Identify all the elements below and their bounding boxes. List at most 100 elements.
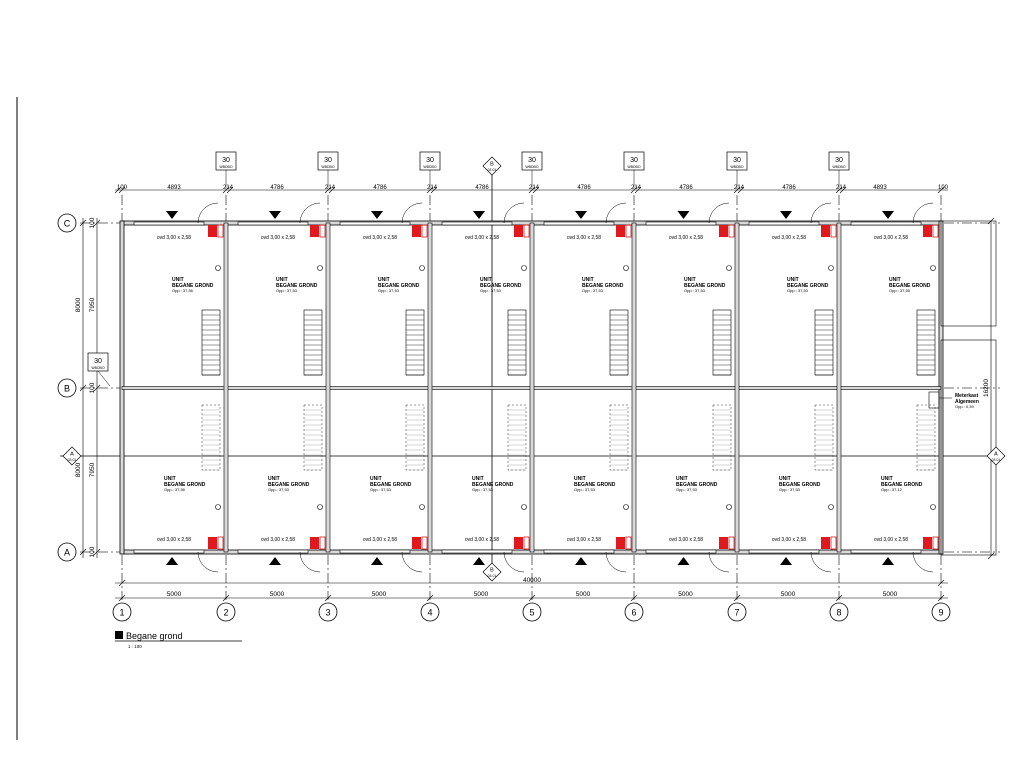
entrance-arrow-south-2 (269, 557, 281, 565)
dim-tick-left (79, 548, 87, 556)
drain-south-8 (930, 504, 936, 510)
overhead-door-south-6 (645, 549, 717, 554)
unit-name-top-5: UNIT (582, 277, 594, 283)
unit-area-bottom-3: Opp.: 37,53 (370, 487, 392, 492)
dim-label-top-11: 4786 (679, 185, 693, 191)
entrance-arrow-south-8 (882, 557, 894, 565)
fire-hose-reel-south-3 (412, 537, 421, 549)
fire-extinguisher-north-4 (523, 224, 530, 238)
unit-name-bottom-2: UNIT (268, 476, 280, 482)
grid-bubble-label: A (64, 548, 70, 558)
section-marker-4: A03.01 (986, 446, 1006, 466)
grid-bubble-circle (829, 602, 849, 622)
fire-extinguisher-north-8 (932, 224, 939, 238)
unit-level-top-3: BEGANE GROND (378, 283, 420, 289)
dim-tick-modules (835, 594, 843, 602)
unit-area-top-2: Opp.: 37,53 (276, 288, 298, 293)
fire-hose-reel-south-6 (719, 537, 728, 549)
fire-rating-sub: WBDBO (423, 165, 437, 169)
door-swing-south-2 (299, 551, 321, 573)
entrance-arrow-south-7 (780, 557, 792, 565)
dim-label-total: 40000 (523, 577, 541, 584)
dim-label-top-15: 4893 (873, 185, 887, 191)
dim-label-top-14: 214 (836, 185, 847, 191)
dim-tick-top (737, 186, 745, 194)
entrance-arrow-south-3 (371, 557, 383, 565)
grid-bubble-label: 6 (631, 608, 636, 618)
unit-name-top-6: UNIT (684, 277, 696, 283)
section-marker-ref: 03.01 (68, 458, 77, 462)
grid-bubble-circle (112, 602, 132, 622)
door-label-north-6: ovd 3,00 x 2,58 (669, 235, 703, 241)
dim-label-left-wall-mid: 100 (89, 382, 96, 393)
grid-bubble-label: 9 (938, 608, 943, 618)
door-label-north-5: ovd 3,00 x 2,58 (567, 235, 601, 241)
drain-north-2 (317, 265, 323, 271)
drain-south-3 (419, 504, 425, 510)
fire-extinguisher-north-7 (830, 224, 837, 238)
dim-label-left-bay-lower: 7950 (89, 462, 96, 477)
drain-south-4 (521, 504, 527, 510)
dim-label-left-wall-top: 100 (89, 217, 96, 228)
overhead-door-north-5 (543, 221, 615, 226)
overhead-door-south-2 (237, 549, 309, 554)
dim-label-top-1: 4893 (167, 185, 181, 191)
door-label-south-6: ovd 3,00 x 2,58 (669, 537, 703, 543)
fire-rating-sub: WBDBO (91, 366, 105, 370)
section-marker-2: B03.01 (482, 562, 502, 582)
overhead-door-south-8 (850, 549, 922, 554)
dim-label-top-8: 214 (529, 185, 540, 191)
dim-tick-modules (733, 594, 741, 602)
unit-level-top-4: BEGANE GROND (480, 283, 522, 289)
dim-tick-top (839, 186, 847, 194)
fire-extinguisher-north-1 (217, 224, 224, 238)
grid-bubble-circle (57, 378, 77, 398)
unit-area-top-6: Opp.: 37,53 (684, 288, 706, 293)
drain-north-3 (419, 265, 425, 271)
stair-lower-2 (303, 404, 323, 471)
grid-bubble-circle (727, 602, 747, 622)
door-label-south-2: ovd 3,00 x 2,58 (261, 537, 295, 543)
fire-hose-reel-north-8 (923, 225, 932, 237)
stair-lower-5 (609, 404, 629, 471)
unit-area-top-4: Opp.: 37,53 (480, 288, 502, 293)
overhead-door-north-6 (645, 221, 717, 226)
door-label-north-1: ovd 3,00 x 2,58 (157, 235, 191, 241)
fire-rating-sub: WBDBO (627, 165, 641, 169)
fire-extinguisher-south-8 (932, 536, 939, 550)
drain-north-5 (623, 265, 629, 271)
section-marker-letter: A (994, 452, 998, 458)
door-swing-north-1 (197, 202, 219, 224)
section-marker-shape (482, 562, 502, 582)
grid-bubble-label: C (64, 219, 71, 229)
unit-level-top-1: BEGANE GROND (172, 283, 214, 289)
grid-bubble-col-8: 8 (829, 602, 849, 622)
unit-area-bottom-6: Opp.: 37,53 (676, 487, 698, 492)
stair-upper-5 (609, 309, 629, 376)
drain-south-5 (623, 504, 629, 510)
unit-name-top-4: UNIT (480, 277, 492, 283)
meter-room-label-2: Algemeen (955, 399, 979, 405)
door-label-south-8: ovd 3,00 x 2,58 (874, 537, 908, 543)
party-wall-8 (836, 222, 842, 553)
fire-extinguisher-south-4 (523, 536, 530, 550)
unit-level-bottom-6: BEGANE GROND (676, 482, 718, 488)
unit-name-bottom-4: UNIT (472, 476, 484, 482)
section-marker-shape (482, 156, 502, 176)
dim-label-module-3: 5000 (372, 591, 387, 598)
dim-tick-top (222, 186, 230, 194)
meter-room-label-1: Meterkast (955, 393, 979, 399)
door-swing-south-5 (605, 551, 627, 573)
overhead-door-north-4 (441, 221, 513, 226)
dim-label-top-12: 214 (734, 185, 745, 191)
door-label-south-3: ovd 3,00 x 2,58 (363, 537, 397, 543)
drain-south-6 (726, 504, 732, 510)
fire-hose-reel-north-1 (208, 225, 217, 237)
fire-rating-value: 30 (630, 157, 638, 164)
fire-hose-reel-north-5 (616, 225, 625, 237)
fire-hose-reel-south-5 (616, 537, 625, 549)
unit-name-bottom-5: UNIT (574, 476, 586, 482)
grid-bubble-label: 5 (529, 608, 534, 618)
drain-north-8 (930, 265, 936, 271)
